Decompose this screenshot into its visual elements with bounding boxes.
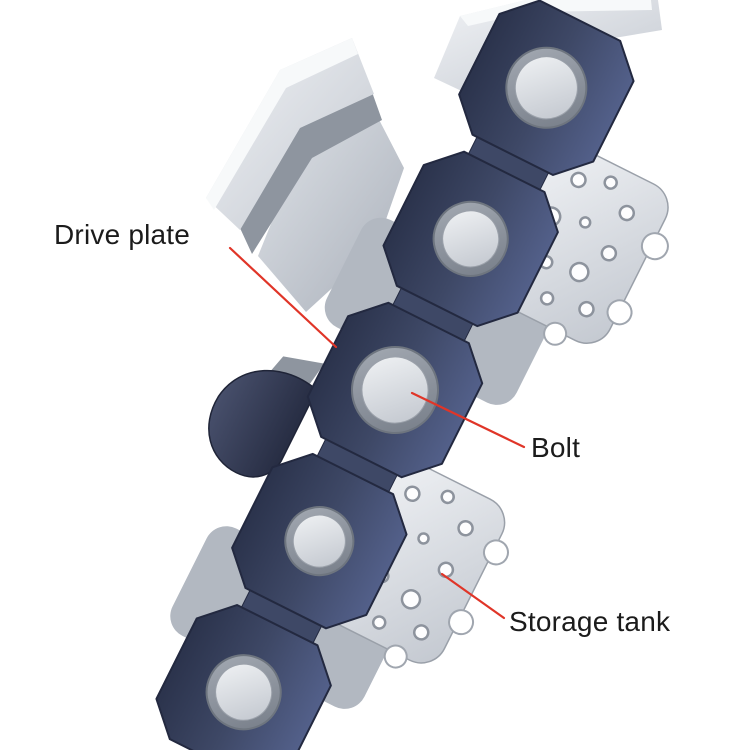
storage-tank-hole (569, 261, 590, 283)
storage-tank-hole (412, 624, 430, 641)
bolt-face (514, 56, 578, 120)
top-cutter-plate-edge (460, 0, 652, 26)
cutter-blade-top (206, 38, 374, 230)
storage-tank-hole (578, 216, 592, 229)
cutter-blade-edge (206, 38, 358, 210)
rivet-bolt (505, 46, 588, 129)
drive-plate-label: Drive plate (54, 219, 191, 250)
storage-tank-notch (383, 644, 408, 669)
storage-tank-hole (539, 291, 555, 306)
storage-tank-notch (543, 321, 568, 346)
cutter-tooth (206, 38, 404, 312)
rivet-bolt (432, 200, 509, 277)
bolt-label: Bolt (531, 432, 581, 463)
storage-tank-leader-line (440, 572, 506, 620)
leader-lines (228, 246, 526, 620)
bolt-face (442, 210, 500, 268)
storage-tank-notch (448, 609, 475, 636)
storage-tank-hole (404, 485, 421, 503)
chain-links (155, 0, 669, 750)
storage-tank-notch (640, 232, 669, 261)
cutter-body (258, 106, 404, 312)
drive-link-tang (208, 369, 318, 478)
storage-tank-hole (400, 589, 422, 610)
storage-tank-notch (606, 299, 633, 326)
rivet-bolt (205, 654, 282, 731)
storage-tank-hole (578, 300, 595, 318)
storage-tank-hole (570, 171, 587, 189)
storage-tank-hole (603, 175, 618, 190)
storage-tank-hole (440, 489, 455, 505)
storage-tank-hole (371, 615, 387, 630)
storage-tank-holes (538, 171, 636, 318)
cutter-blade-underside (240, 92, 382, 254)
storage-tank-hole (600, 245, 618, 262)
storage-tank-hole (618, 204, 636, 222)
bolt-face (292, 514, 346, 568)
storage-tank-notch (482, 539, 509, 566)
storage-tank-hole (417, 532, 430, 545)
bolt-face (361, 356, 429, 424)
bolt-face (215, 663, 273, 721)
storage-tank-label: Storage tank (509, 606, 671, 637)
storage-tank-hole (457, 519, 474, 537)
drive-plate-leader-line (228, 246, 338, 349)
bolt-rivet (351, 346, 439, 434)
bolt-leader-line (410, 391, 526, 449)
rivet-bolt (284, 506, 355, 577)
